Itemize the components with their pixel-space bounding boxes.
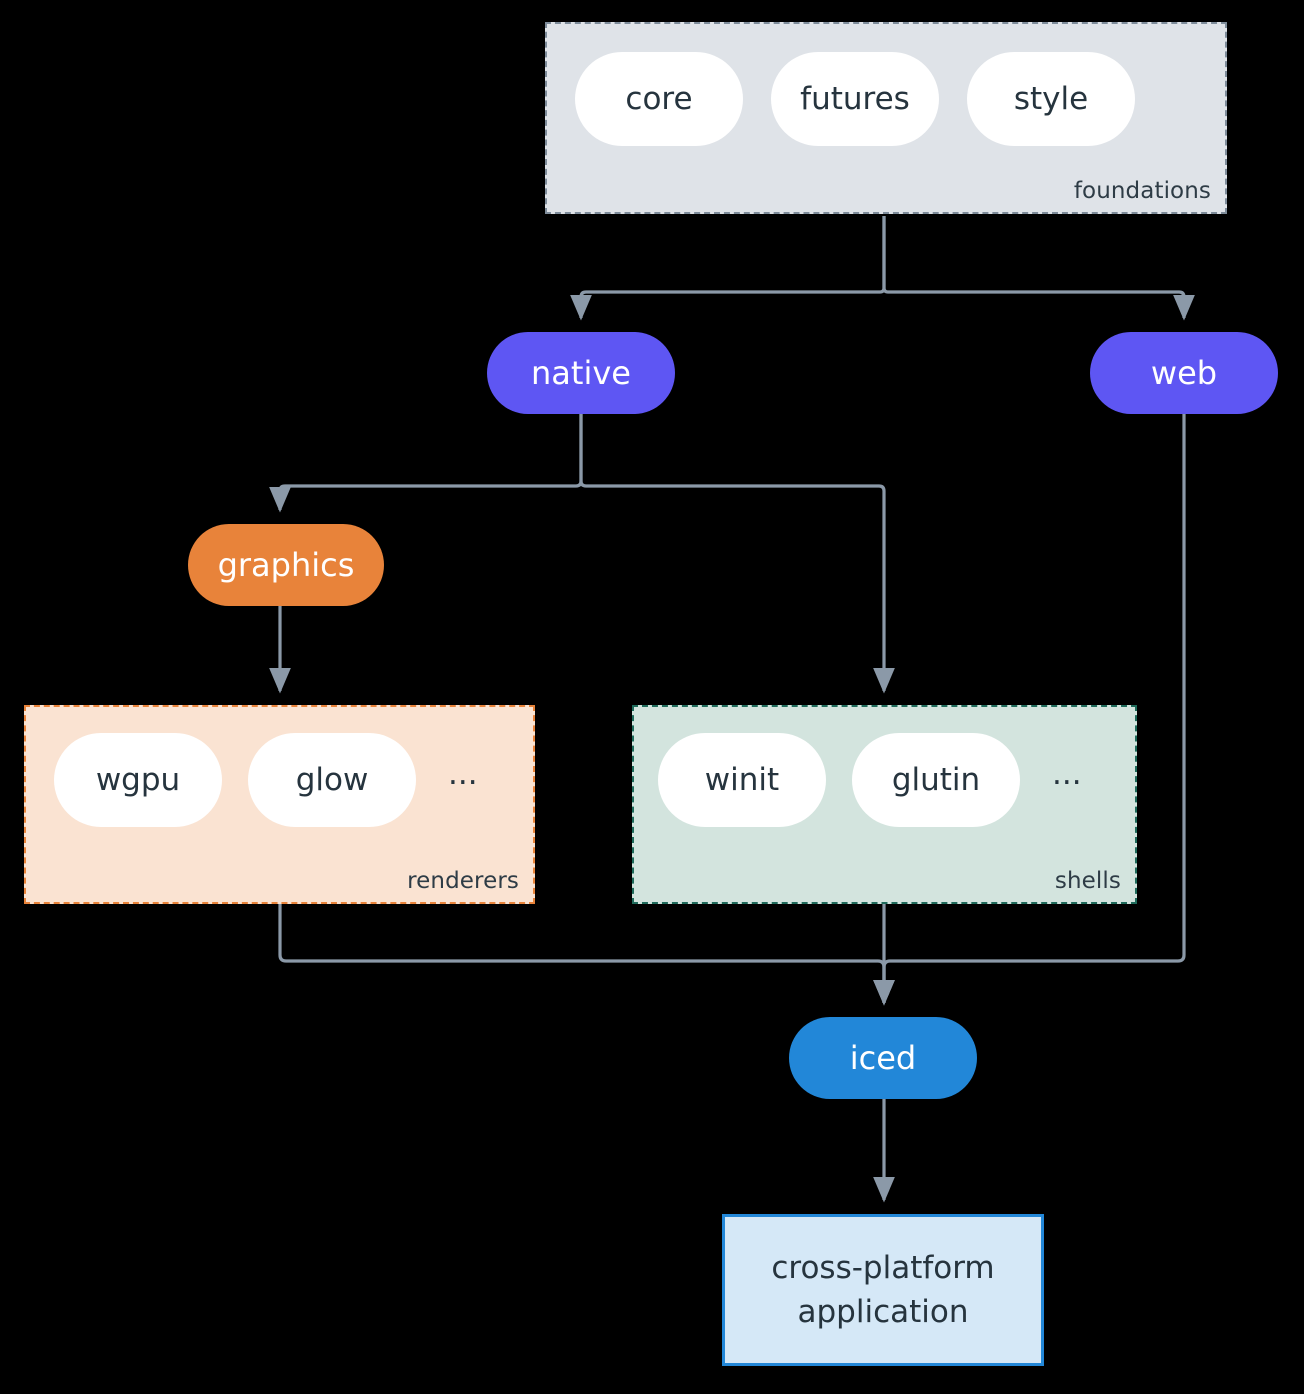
group-foundations[interactable]: core futures style foundations bbox=[545, 22, 1227, 214]
chip-glutin[interactable]: glutin bbox=[852, 733, 1020, 827]
node-web[interactable]: web bbox=[1090, 332, 1278, 414]
chip-style[interactable]: style bbox=[967, 52, 1135, 146]
chip-wgpu[interactable]: wgpu bbox=[54, 733, 222, 827]
chip-winit[interactable]: winit bbox=[658, 733, 826, 827]
group-renderers[interactable]: wgpu glow ... renderers bbox=[24, 705, 535, 904]
group-shells-label: shells bbox=[1054, 868, 1121, 894]
group-renderers-items: wgpu glow ... bbox=[54, 733, 484, 827]
app-label-line1: cross-platform bbox=[771, 1249, 995, 1286]
group-foundations-label: foundations bbox=[1073, 178, 1211, 204]
group-renderers-label: renderers bbox=[407, 868, 519, 894]
chip-core[interactable]: core bbox=[575, 52, 743, 146]
node-cross-platform-application[interactable]: cross-platform application bbox=[722, 1214, 1044, 1366]
node-native[interactable]: native bbox=[487, 332, 675, 414]
shells-ellipsis: ... bbox=[1052, 755, 1082, 792]
group-shells-items: winit glutin ... bbox=[658, 733, 1088, 827]
node-iced[interactable]: iced bbox=[789, 1017, 977, 1099]
group-shells[interactable]: winit glutin ... shells bbox=[632, 705, 1137, 904]
renderers-ellipsis: ... bbox=[448, 755, 478, 792]
app-label-line2: application bbox=[797, 1294, 969, 1330]
node-graphics[interactable]: graphics bbox=[188, 524, 384, 606]
chip-futures[interactable]: futures bbox=[771, 52, 939, 146]
group-foundations-items: core futures style bbox=[575, 52, 1135, 146]
chip-glow[interactable]: glow bbox=[248, 733, 416, 827]
